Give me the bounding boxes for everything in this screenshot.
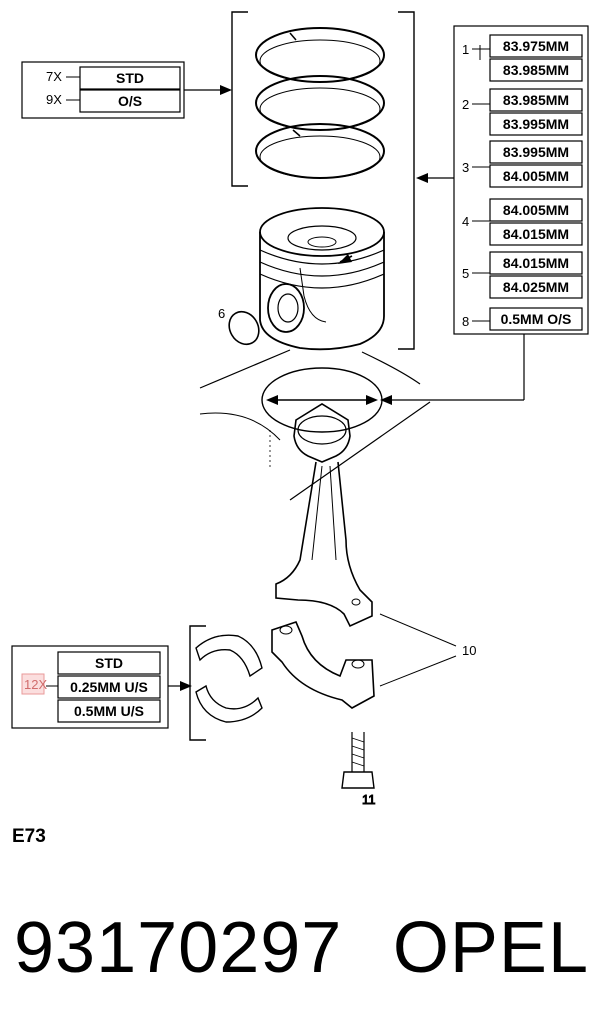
part-number-row: 93170297 OPEL (14, 908, 589, 988)
size-5-min: 84.015MM (503, 255, 569, 271)
piston-rings (255, 27, 385, 179)
ring-label-std: STD (116, 70, 144, 86)
size-group-2-num: 2 (462, 97, 469, 112)
ring-bracket (231, 11, 248, 187)
callout-11: 11 (362, 792, 376, 807)
size-3-min: 83.995MM (503, 144, 569, 160)
ring-label-os: O/S (118, 93, 142, 109)
callout-6: 6 (218, 306, 225, 321)
bearing-bracket (189, 625, 206, 741)
size-2-max: 83.995MM (503, 116, 569, 132)
ring-set-box: 7X 9X STD O/S (21, 61, 232, 119)
bearing-qty: 12X (24, 677, 47, 692)
brand-name: OPEL (392, 908, 589, 988)
size-1-max: 83.985MM (503, 62, 569, 78)
piston-size-box: 1 83.975MM 83.985MM 2 83.985MM 83.995MM … (453, 25, 589, 335)
ring-qty-os: 9X (46, 92, 62, 107)
piston-bracket (398, 11, 415, 350)
diagram-code: E73 (12, 826, 46, 847)
callout-10: 10 (462, 643, 476, 658)
bearing-shells (195, 634, 263, 723)
size-group-4-num: 4 (462, 214, 469, 229)
bearing-025-us: 0.25MM U/S (70, 679, 148, 695)
size-group-3-num: 3 (462, 160, 469, 175)
size-5-max: 84.025MM (503, 279, 569, 295)
piston (259, 207, 385, 351)
snap-ring: 6 (218, 306, 260, 346)
rod-cap (271, 621, 375, 709)
bearing-05-us: 0.5MM U/S (74, 703, 144, 719)
size-group-8-num: 8 (462, 314, 469, 329)
size-group-5-num: 5 (462, 266, 469, 281)
size-3-max: 84.005MM (503, 168, 569, 184)
bearing-box: 12X STD 0.25MM U/S 0.5MM U/S (11, 645, 192, 729)
size-2-min: 83.985MM (503, 92, 569, 108)
cylinder-bore (199, 349, 431, 501)
qty-highlight (21, 673, 45, 695)
connecting-rod (275, 403, 373, 628)
size-4-max: 84.015MM (503, 226, 569, 242)
part-number: 93170297 (14, 908, 343, 988)
size-1-min: 83.975MM (503, 38, 569, 54)
bearing-std: STD (95, 655, 123, 671)
ring-qty-std: 7X (46, 69, 62, 84)
size-group-1-num: 1 (462, 42, 469, 57)
size-4-min: 84.005MM (503, 202, 569, 218)
rod-bolt: 11 (341, 732, 376, 808)
size-8-os: 0.5MM O/S (501, 311, 572, 327)
